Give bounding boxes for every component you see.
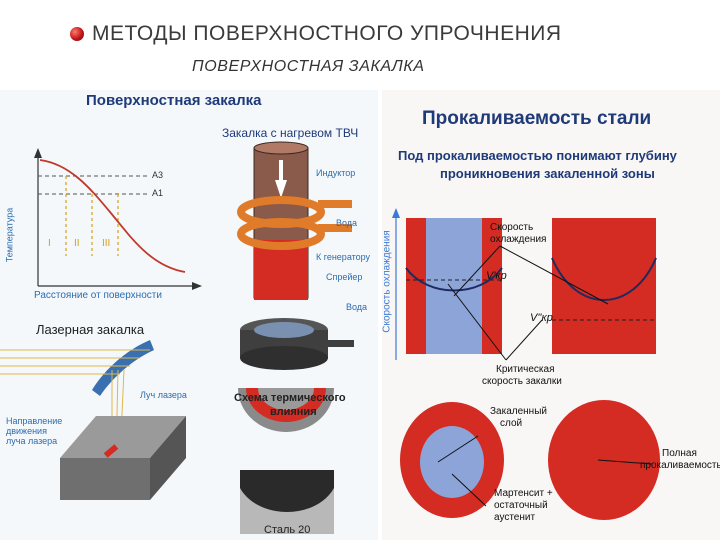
laser-apparatus	[0, 340, 186, 500]
vkr1-label: V'кр	[486, 270, 507, 282]
definition-line1: Под прокаливаемостью понимают глубину	[398, 148, 677, 163]
to-generator-label: К генератору	[316, 252, 371, 262]
hf-heading: Закалка с нагревом ТВЧ	[222, 126, 359, 140]
full-hardenability-label-2: прокаливаемость	[640, 460, 720, 471]
hf-apparatus	[237, 141, 354, 534]
direction-label-1: Направление	[6, 416, 63, 426]
martensite-label-1: Мартенсит +	[494, 488, 553, 499]
full-hardenability-label-1: Полная	[662, 448, 697, 459]
slide-title: МЕТОДЫ ПОВЕРХНОСТНОГО УПРОЧНЕНИЯ	[92, 22, 562, 45]
zone-2-label: II	[74, 238, 80, 249]
temperature-graph	[34, 148, 202, 290]
definition-line2: проникновения закаленной зоны	[440, 166, 655, 181]
steel-label: Сталь 20	[264, 524, 311, 536]
vkr2-label: V''кр	[530, 312, 553, 324]
hardened-label-2: слой	[500, 418, 523, 429]
hardened-label-1: Закаленный	[490, 406, 547, 417]
right-heading: Прокаливаемость стали	[422, 108, 652, 129]
slide-subtitle: ПОВЕРХНОСТНАЯ ЗАКАЛКА	[192, 58, 425, 75]
water-label-1: Вода	[336, 218, 358, 228]
line-a1-label: A1	[152, 188, 164, 198]
scheme-label-line1: Схема термического	[234, 392, 346, 404]
zone-3-label: III	[102, 238, 111, 249]
direction-label-3: луча лазера	[6, 436, 58, 446]
water-label-2: Вода	[346, 302, 368, 312]
zone-1-label: I	[48, 238, 51, 249]
direction-label-2: движения	[6, 426, 47, 436]
right-panel: Прокаливаемость стали Под прокаливаемост…	[382, 90, 720, 540]
cooling-rate-label-2: охлаждения	[490, 234, 547, 245]
left-heading: Поверхностная закалка	[86, 92, 262, 109]
inductor-label: Индуктор	[316, 168, 356, 178]
sprayer-label: Спрейер	[326, 272, 363, 282]
martensite-label-3: аустенит	[494, 512, 536, 523]
laser-beam-label: Луч лазера	[140, 390, 187, 400]
hardenability-diagram	[392, 208, 660, 520]
line-a3-label: A3	[152, 170, 164, 180]
graph-ylabel: Температура	[4, 207, 15, 263]
cooling-rate-label-1: Скорость	[490, 222, 534, 233]
right-ylabel: Скорость охлаждения	[381, 230, 393, 333]
scheme-label-line2: влияния	[270, 406, 317, 418]
critical-label-1: Критическая	[496, 364, 555, 375]
bullet-icon	[70, 27, 84, 41]
left-panel: Поверхностная закалка Температура Рассто…	[0, 90, 378, 540]
critical-label-2: скорость закалки	[482, 376, 562, 387]
laser-heading: Лазерная закалка	[36, 322, 145, 337]
graph-xlabel: Расстояние от поверхности	[34, 290, 162, 301]
martensite-label-2: остаточный	[494, 500, 548, 511]
